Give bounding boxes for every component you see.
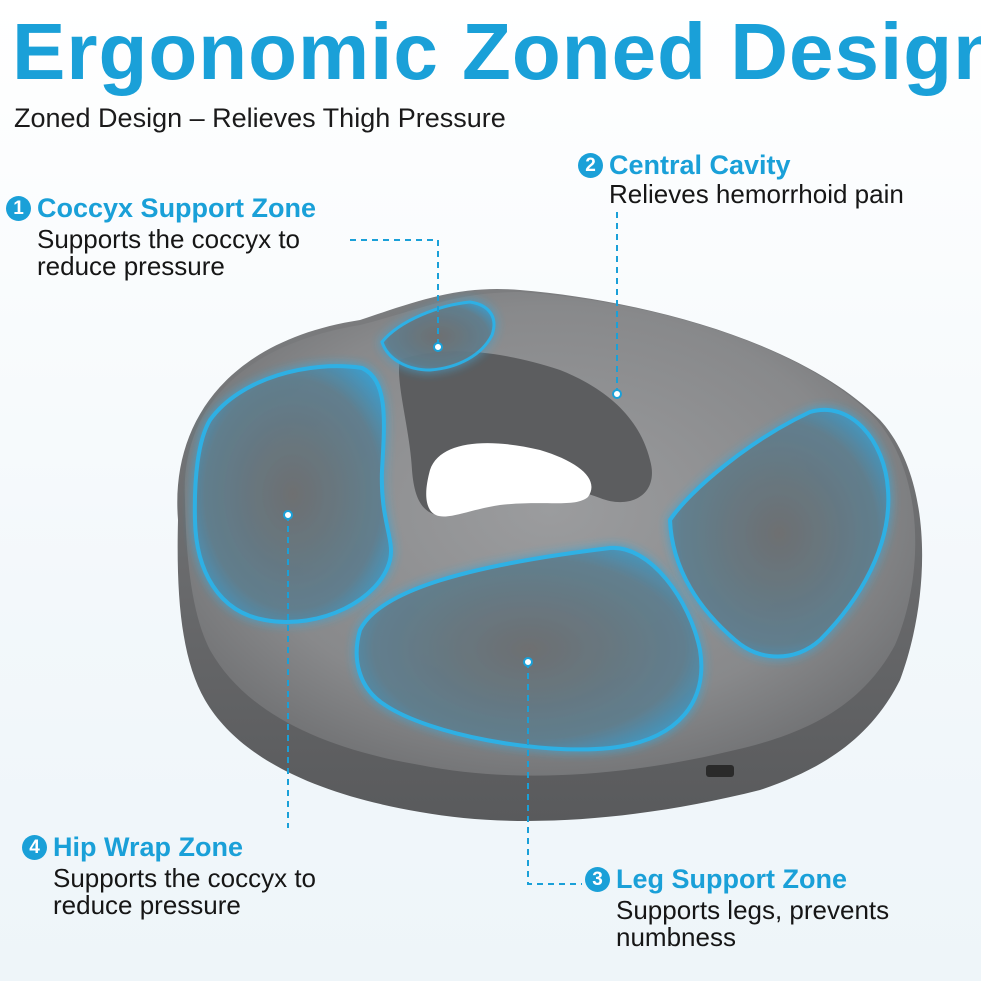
anchor-dot-3 xyxy=(523,657,533,667)
leg-support-zone xyxy=(354,545,704,752)
number-badge-3: 3 xyxy=(585,867,610,892)
cavity-hole xyxy=(426,443,592,517)
number-badge-4: 4 xyxy=(22,835,47,860)
page-title: Ergonomic Zoned Design xyxy=(12,7,981,96)
right-support-zone xyxy=(667,408,891,659)
callout-desc-line: Relieves hemorrhoid pain xyxy=(609,179,904,209)
callout-desc-line: Supports the coccyx to xyxy=(37,224,301,254)
number-badge-2: 2 xyxy=(578,153,603,178)
callout-leg-support: 3 Leg Support Zone Supports legs, preven… xyxy=(585,866,889,951)
leader-line-1 xyxy=(350,239,439,345)
callout-desc-line: reduce pressure xyxy=(53,890,241,920)
callout-title: Coccyx Support Zone xyxy=(37,193,317,223)
anchor-dot-4 xyxy=(283,510,293,520)
callout-central-cavity: 2 Central Cavity Relieves hemorrhoid pai… xyxy=(578,152,904,208)
anchor-dot-2 xyxy=(612,389,622,399)
page-subtitle: Zoned Design – Relieves Thigh Pressure xyxy=(14,103,506,133)
callout-desc-line: Supports the coccyx to xyxy=(53,863,317,893)
callout-title: Leg Support Zone xyxy=(616,864,847,894)
callout-title: Hip Wrap Zone xyxy=(53,832,244,862)
hip-wrap-zone xyxy=(192,364,393,624)
coccyx-zone xyxy=(380,300,496,372)
callout-desc-line: reduce pressure xyxy=(37,251,225,281)
zipper-icon xyxy=(706,765,734,777)
number-badge-1: 1 xyxy=(6,196,31,221)
callout-title: Central Cavity xyxy=(609,150,791,180)
callout-coccyx-support: 1 Coccyx Support Zone Supports the coccy… xyxy=(6,195,316,280)
anchor-dot-1 xyxy=(433,342,443,352)
callout-desc-line: Supports legs, prevents xyxy=(616,895,890,925)
leader-line-3 xyxy=(527,662,582,885)
callout-desc-line: numbness xyxy=(616,922,736,952)
callout-hip-wrap: 4 Hip Wrap Zone Supports the coccyx to r… xyxy=(22,834,316,919)
